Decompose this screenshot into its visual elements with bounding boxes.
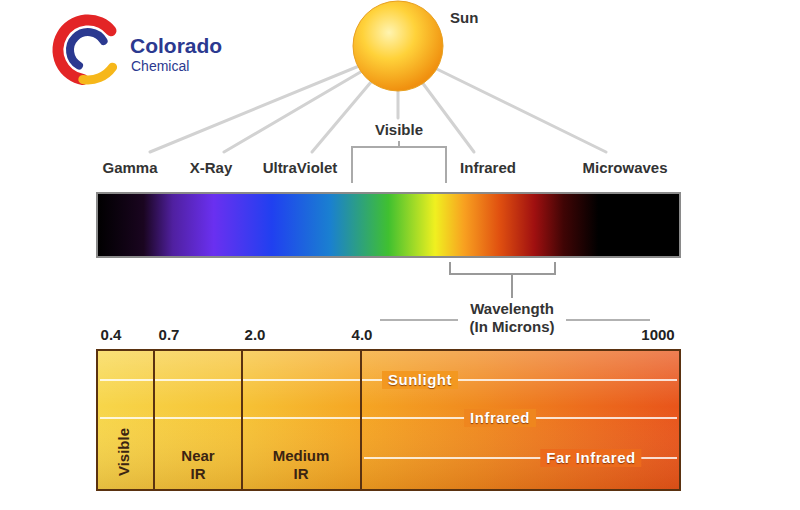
- text-anchor: Sun: [450, 9, 478, 27]
- band-name: Infrared: [460, 159, 516, 176]
- band-name: Visible: [375, 121, 423, 138]
- label-anchor: Colorado: [130, 34, 222, 58]
- band-label: Sunlight: [382, 371, 458, 389]
- band-name: X-Ray: [190, 159, 233, 176]
- band-label: Infrared: [464, 409, 536, 427]
- wavelength-band-chart: SunlightInfraredFar Infrared Visible Near …: [97, 350, 680, 490]
- text-anchor: Medium IR: [267, 447, 335, 483]
- cell-label: Visible: [115, 428, 133, 476]
- axis-title: Wavelength (In Microns): [462, 300, 562, 336]
- text-anchor: Near IR: [175, 447, 221, 483]
- label-anchor: 2.0: [245, 326, 266, 344]
- sun-label: Sun: [450, 9, 478, 26]
- cell-label: Near IR: [175, 447, 221, 483]
- label-anchor: Microwaves: [582, 159, 667, 177]
- band-cell: Medium IR: [243, 350, 362, 490]
- text-anchor: Visible: [115, 428, 133, 476]
- axis-value: 1000: [641, 326, 674, 343]
- band-cell: Near IR: [155, 350, 243, 490]
- brand-name: Colorado: [130, 34, 222, 57]
- band-cell: Visible: [97, 350, 155, 490]
- sun-circle: Sun: [352, 0, 444, 92]
- label-anchor: Chemical: [131, 57, 189, 75]
- band-label: Far Infrared: [540, 449, 641, 467]
- axis-value: 4.0: [352, 326, 373, 343]
- label-anchor: X-Ray: [190, 159, 233, 177]
- brand-subname: Chemical: [131, 58, 189, 74]
- text-anchor: Far Infrared: [540, 449, 641, 467]
- label-anchor: Infrared: [460, 159, 516, 177]
- label-anchor: Visible: [375, 121, 423, 139]
- band-lines: [100, 380, 677, 458]
- cell-label: Medium IR: [267, 447, 335, 483]
- band-name: UltraViolet: [263, 159, 338, 176]
- company-logo: [58, 20, 113, 80]
- visible-bracket: [352, 141, 446, 183]
- band-name: Microwaves: [582, 159, 667, 176]
- band-chart-shade: [98, 351, 679, 489]
- label-anchor: 0.4: [101, 326, 122, 344]
- label-anchor: 1000: [641, 326, 674, 344]
- label-anchor: Gamma: [102, 159, 157, 177]
- band-chart-ground: [97, 350, 680, 490]
- axis-value: 0.7: [159, 326, 180, 343]
- label-anchor: UltraViolet: [263, 159, 338, 177]
- text-anchor: Sunlight: [382, 371, 458, 389]
- axis-value: 2.0: [245, 326, 266, 343]
- infrared-bracket: [450, 262, 555, 298]
- label-anchor: 0.7: [159, 326, 180, 344]
- text-anchor: Infrared: [464, 409, 536, 427]
- label-anchor: Wavelength (In Microns): [462, 300, 562, 336]
- axis-value: 0.4: [101, 326, 122, 343]
- label-anchor: 4.0: [352, 326, 373, 344]
- spectrum-bar: [97, 193, 680, 257]
- sun-disc: [352, 0, 444, 92]
- band-name: Gamma: [102, 159, 157, 176]
